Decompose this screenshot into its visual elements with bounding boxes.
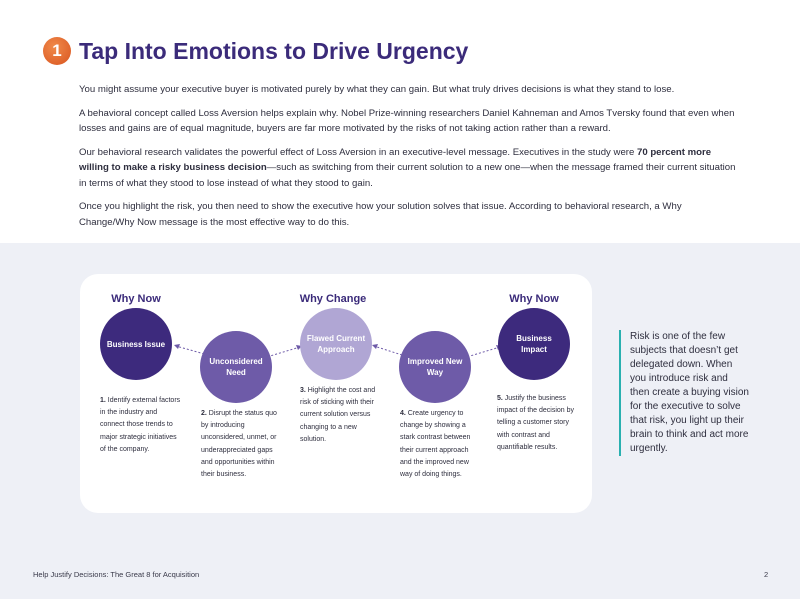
- page-number: 2: [764, 570, 769, 579]
- heading-why-now-right: Why Now: [509, 293, 559, 305]
- circle-business-issue: Business Issue: [100, 308, 172, 380]
- intro-text: You might assume your executive buyer is…: [79, 82, 739, 238]
- intro-paragraph: You might assume your executive buyer is…: [79, 84, 675, 95]
- intro-paragraph: Once you highlight the risk, you then ne…: [79, 201, 682, 228]
- page-title: Tap Into Emotions to Drive Urgency: [79, 38, 469, 64]
- circle-business-impact: Business Impact: [498, 308, 570, 380]
- circle-flawed-current-approach: Flawed Current Approach: [300, 308, 372, 380]
- circle-improved-new-way: Improved New Way: [399, 331, 471, 403]
- heading-why-change: Why Change: [299, 293, 367, 305]
- step-description: 1. Identify external factors in the indu…: [100, 397, 181, 453]
- intro-paragraph: Our behavioral research validates the po…: [79, 146, 736, 189]
- intro-section: 1 Tap Into Emotions to Drive Urgency You…: [0, 0, 800, 243]
- step-description: 5. Justify the business impact of the de…: [497, 395, 575, 451]
- footer-title: Help Justify Decisions: The Great 8 for …: [33, 570, 200, 579]
- step-description: 4. Create urgency to change by showing a…: [400, 410, 471, 479]
- step-description: 3. Highlight the cost and risk of sticki…: [300, 387, 376, 443]
- step-description: 2. Disrupt the status quo by introducing…: [201, 410, 277, 479]
- heading-why-now-left: Why Now: [111, 293, 161, 305]
- callout-quote: Risk is one of the few subjects that doe…: [619, 330, 749, 456]
- circle-unconsidered-need: Unconsidered Need: [200, 331, 272, 403]
- intro-paragraph: A behavioral concept called Loss Aversio…: [79, 107, 735, 135]
- section-number-badge: 1: [43, 37, 71, 65]
- highlight-stat: 70 percent more willing to make a risky …: [79, 146, 712, 174]
